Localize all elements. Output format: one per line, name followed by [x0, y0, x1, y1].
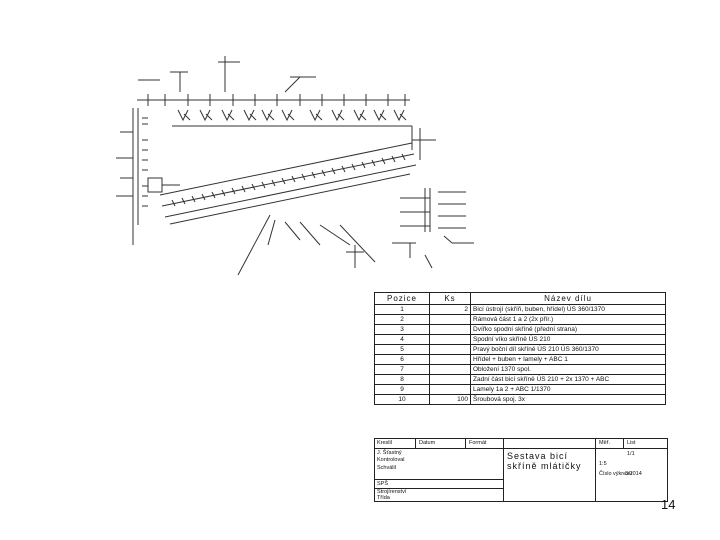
header-quantity: Ks — [429, 292, 471, 305]
row-name: Hřídel + buben + lamely + ABC 1 — [470, 354, 666, 365]
parts-list-header: Pozice Ks Název dílu — [374, 292, 666, 305]
school: SPŠ — [377, 481, 389, 487]
row-position: 7 — [374, 364, 430, 375]
row-position: 6 — [374, 354, 430, 365]
title-block: Kreslil Datum Formát Měř. List J. Šťastn… — [374, 438, 668, 502]
sheet-info: 1/1 — [627, 451, 635, 457]
row-quantity: 100 — [429, 394, 471, 405]
row-position: 4 — [374, 334, 430, 345]
row-quantity — [429, 314, 471, 325]
row-quantity: 2 — [429, 304, 471, 315]
sheet-label: List — [627, 440, 636, 446]
top-callouts — [138, 56, 316, 93]
drawing-title-line1: Sestava bicí — [507, 451, 569, 461]
row-position: 10 — [374, 394, 430, 405]
row-quantity — [429, 334, 471, 345]
table-row: 9 Lamely 1a 2 + ABC 1/1370 — [374, 384, 666, 395]
format-label: Formát — [469, 440, 487, 446]
row-position: 1 — [374, 304, 430, 315]
row-quantity — [429, 374, 471, 385]
row-quantity — [429, 384, 471, 395]
scale: 1:5 — [599, 461, 607, 467]
terminal-block — [400, 188, 466, 232]
drawing-number: 3/2014 — [625, 471, 642, 477]
row-name: Lamely 1a 2 + ABC 1/1370 — [470, 384, 666, 395]
drawn-by-label: Kreslil — [377, 440, 392, 446]
row-position: 2 — [374, 314, 430, 325]
main-bus — [137, 94, 410, 106]
row-name: Zadní část bicí skříně ÚS 210 + 2x 1370 … — [470, 374, 666, 385]
page-number: 14 — [661, 497, 676, 512]
row-position: 8 — [374, 374, 430, 385]
lower-fanout — [237, 214, 474, 276]
department: Strojírenství — [377, 489, 407, 495]
row-name: Pravý boční díl skříně ÚS 210 ÚS 360/137… — [470, 344, 666, 355]
drawing-title-line2: skříně mlátičky — [507, 461, 582, 471]
class-label: Třída — [377, 495, 390, 501]
table-row: 6 Hřídel + buben + lamely + ABC 1 — [374, 354, 666, 365]
row-name: Bicí ústrojí (skříň, buben, hřídel) ÚS 3… — [470, 304, 666, 315]
date-label: Datum — [419, 440, 436, 446]
table-row: 4 Spodní víko skříně ÚS 210 — [374, 334, 666, 345]
scale-label: Měř. — [599, 440, 610, 446]
row-position: 5 — [374, 344, 430, 355]
drawn-by: J. Šťastný — [377, 450, 402, 456]
assembly-drawing — [116, 56, 474, 276]
approved-by: Schválil — [377, 465, 396, 471]
row-name: Dvířko spodní skříně (přední strana) — [470, 324, 666, 335]
table-row: 3 Dvířko spodní skříně (přední strana) — [374, 324, 666, 335]
table-row: 8 Zadní část bicí skříně ÚS 210 + 2x 1370… — [374, 374, 666, 385]
row-name: Rámová část 1 a 2 (2x přír.) — [470, 314, 666, 325]
drawing-title: Sestava bicí skříně mlátičky — [507, 451, 582, 471]
diagonal-assembly — [159, 126, 436, 225]
checked-by: Kontroloval — [377, 457, 405, 463]
row-name: Obložení 1370 spol. — [470, 364, 666, 375]
drawing-number-label: Číslo výkresu — [599, 471, 633, 477]
row-position: 9 — [374, 384, 430, 395]
row-name: Spodní víko skříně ÚS 210 — [470, 334, 666, 345]
row-quantity — [429, 324, 471, 335]
table-row: 2 Rámová část 1 a 2 (2x přír.) — [374, 314, 666, 325]
table-row: 7 Obložení 1370 spol. — [374, 364, 666, 375]
row-quantity — [429, 354, 471, 365]
row-quantity — [429, 364, 471, 375]
left-column — [116, 108, 180, 245]
row-name: Šroubová spoj. 3x — [470, 394, 666, 405]
header-position: Pozice — [374, 292, 430, 305]
table-row: 5 Pravý boční díl skříně ÚS 210 ÚS 360/13… — [374, 344, 666, 355]
header-name: Název dílu — [470, 292, 666, 305]
component-row — [172, 109, 412, 127]
row-quantity — [429, 344, 471, 355]
row-position: 3 — [374, 324, 430, 335]
